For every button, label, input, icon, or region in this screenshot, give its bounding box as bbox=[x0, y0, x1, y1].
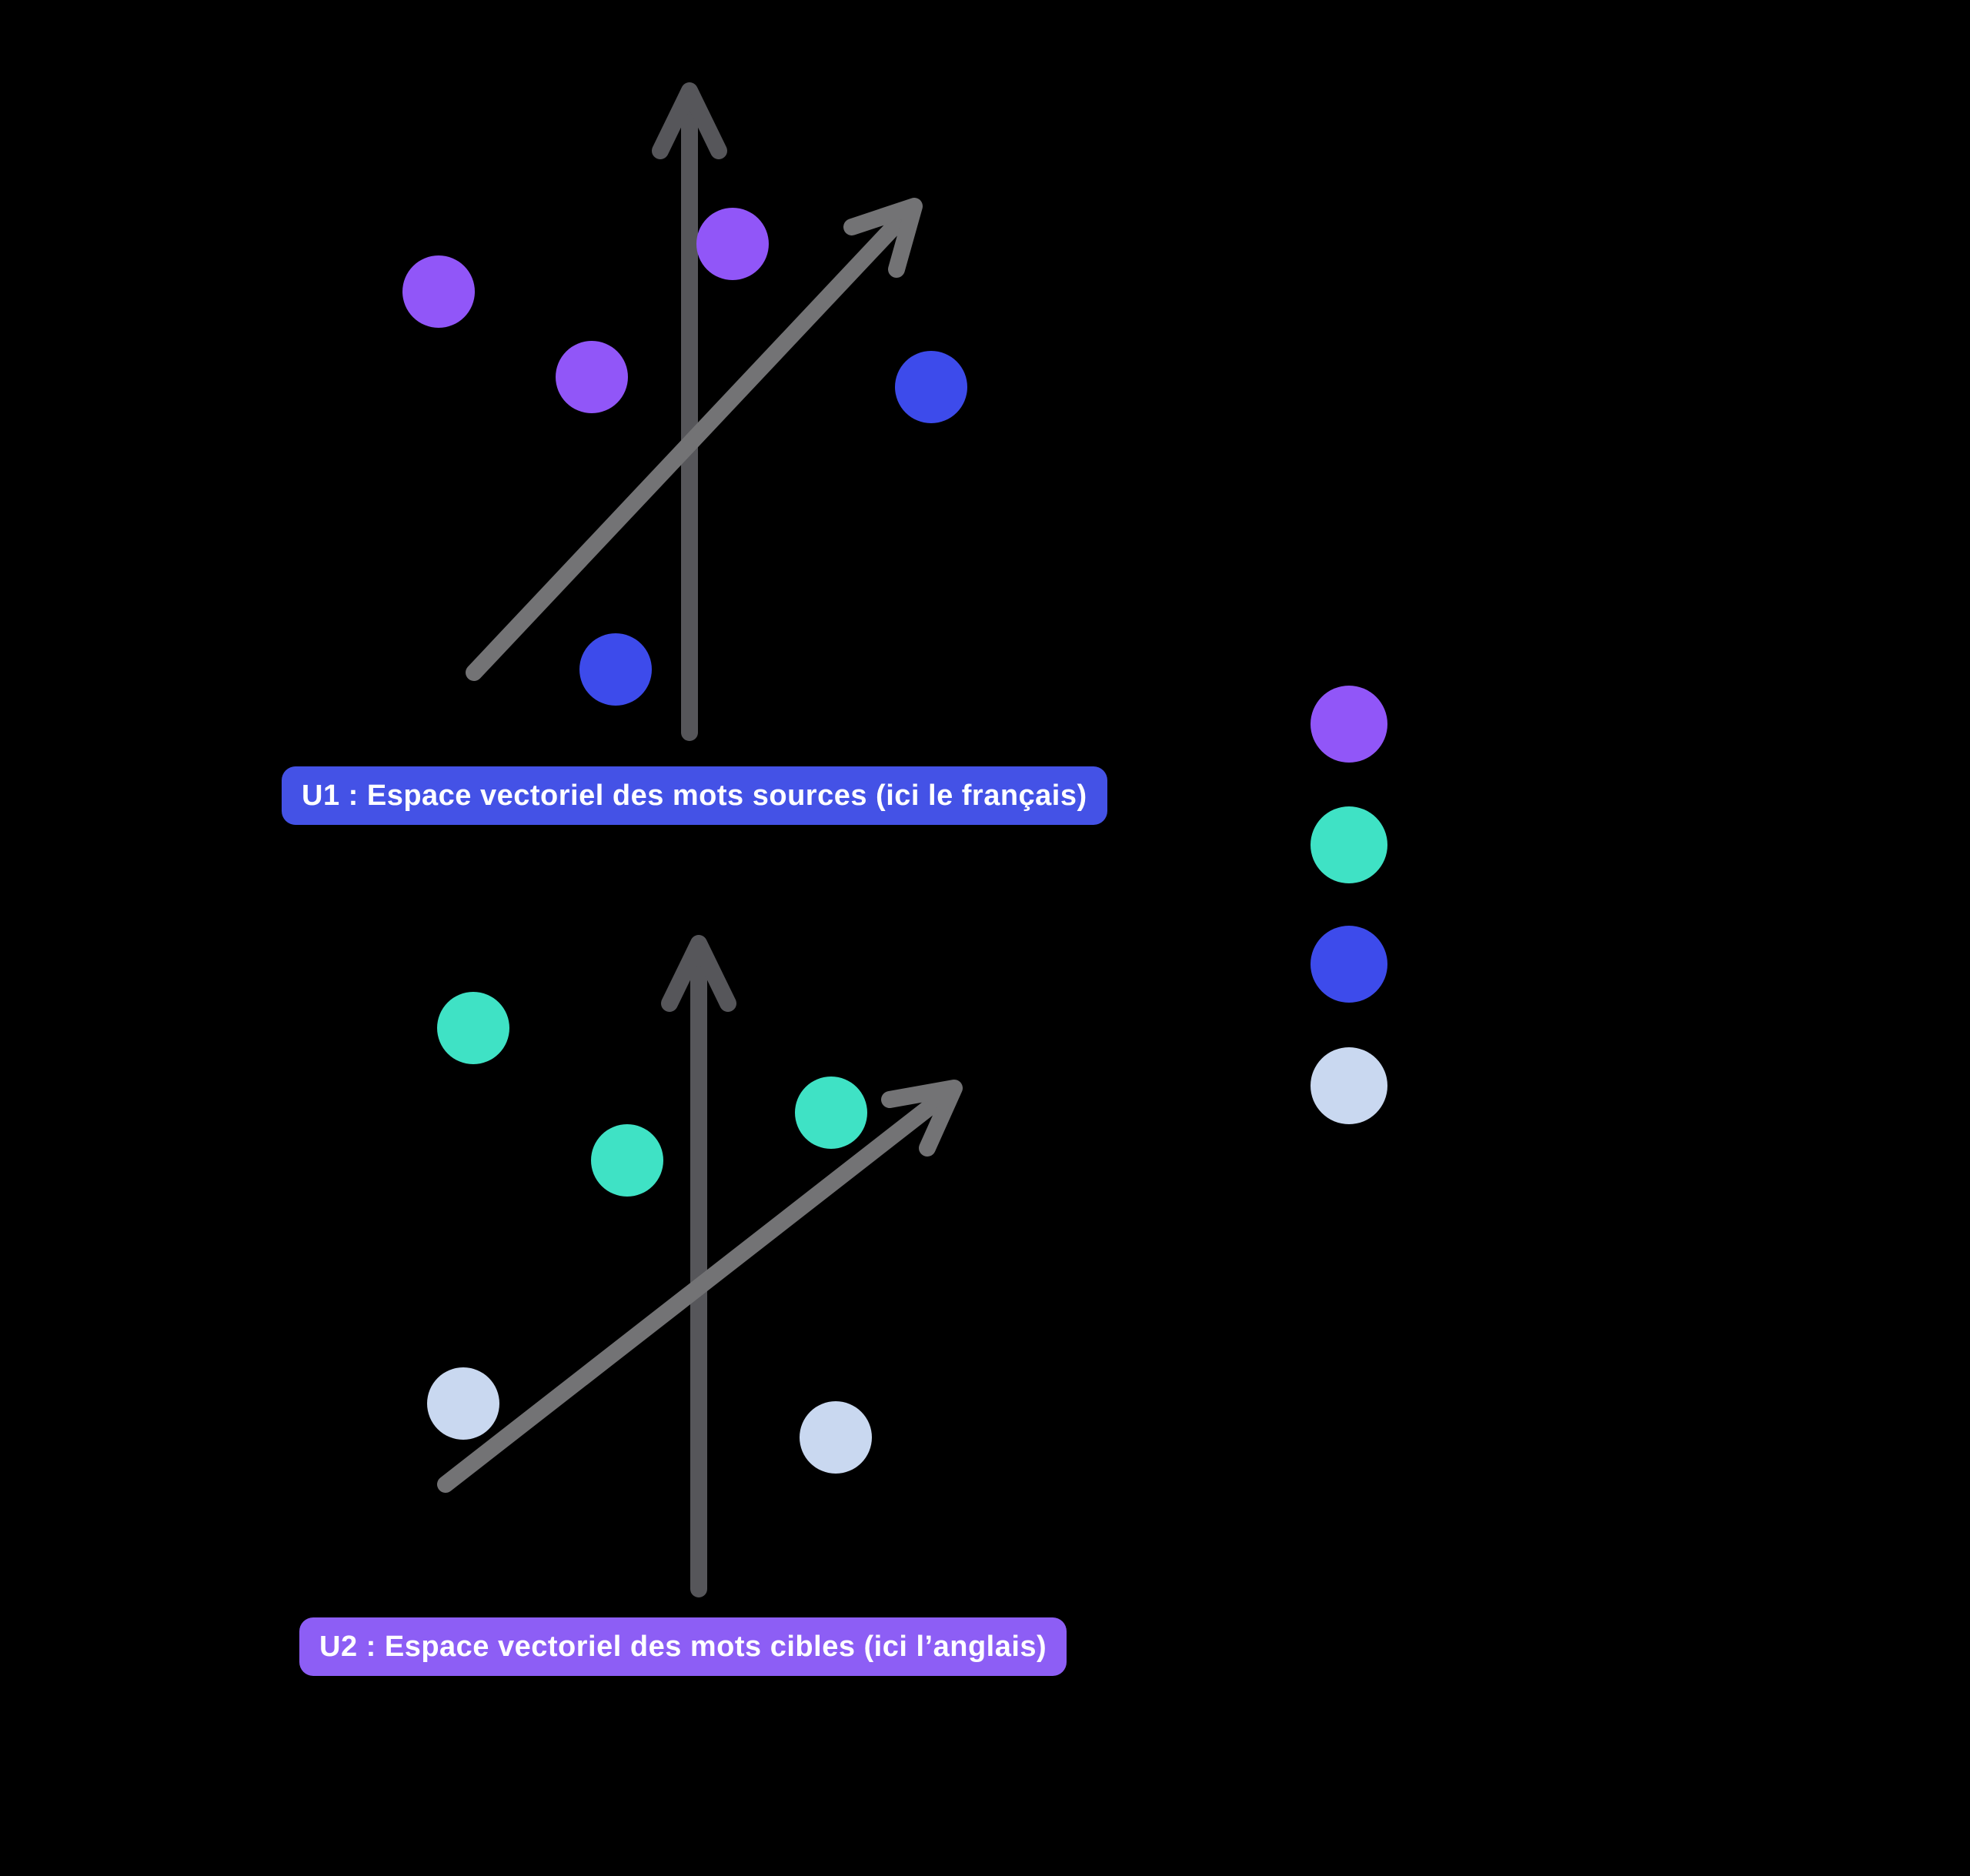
banner-u1-source-space-label: U1 : Espace vectoriel des mots sources (… bbox=[282, 766, 1107, 825]
color-legend bbox=[1311, 686, 1387, 1124]
u2-diagonal-axis-shaft bbox=[437, 1093, 946, 1493]
u1-source-vector-space bbox=[402, 82, 967, 741]
u2-word-dot-teal-1 bbox=[437, 992, 509, 1064]
u2-vertical-axis-arrowhead bbox=[661, 935, 736, 1012]
u1-word-dot-purple-2 bbox=[696, 208, 769, 280]
u1-word-dot-blue-2 bbox=[579, 633, 652, 706]
u1-vertical-axis-arrowhead bbox=[652, 82, 727, 159]
u1-word-dot-blue-1 bbox=[895, 351, 967, 423]
legend-dot-light-blue bbox=[1311, 1047, 1387, 1124]
u2-word-dot-light-2 bbox=[800, 1401, 872, 1474]
u2-word-dot-light-1 bbox=[427, 1367, 499, 1440]
u2-word-dot-teal-2 bbox=[591, 1124, 663, 1197]
u2-word-dot-teal-3 bbox=[795, 1077, 867, 1149]
u1-diagonal-axis-arrowhead bbox=[843, 198, 923, 278]
legend-dot-teal bbox=[1311, 806, 1387, 883]
u2-diagonal-axis-arrowhead bbox=[881, 1080, 963, 1157]
u1-word-dot-purple-3 bbox=[556, 341, 628, 413]
u1-word-dot-purple-1 bbox=[402, 255, 475, 328]
u1-diagonal-axis-shaft bbox=[466, 213, 907, 681]
legend-dot-blue bbox=[1311, 926, 1387, 1003]
banner-u2-target-space-label: U2 : Espace vectoriel des mots cibles (i… bbox=[299, 1617, 1067, 1676]
u2-target-vector-space bbox=[427, 935, 963, 1597]
legend-dot-purple bbox=[1311, 686, 1387, 763]
